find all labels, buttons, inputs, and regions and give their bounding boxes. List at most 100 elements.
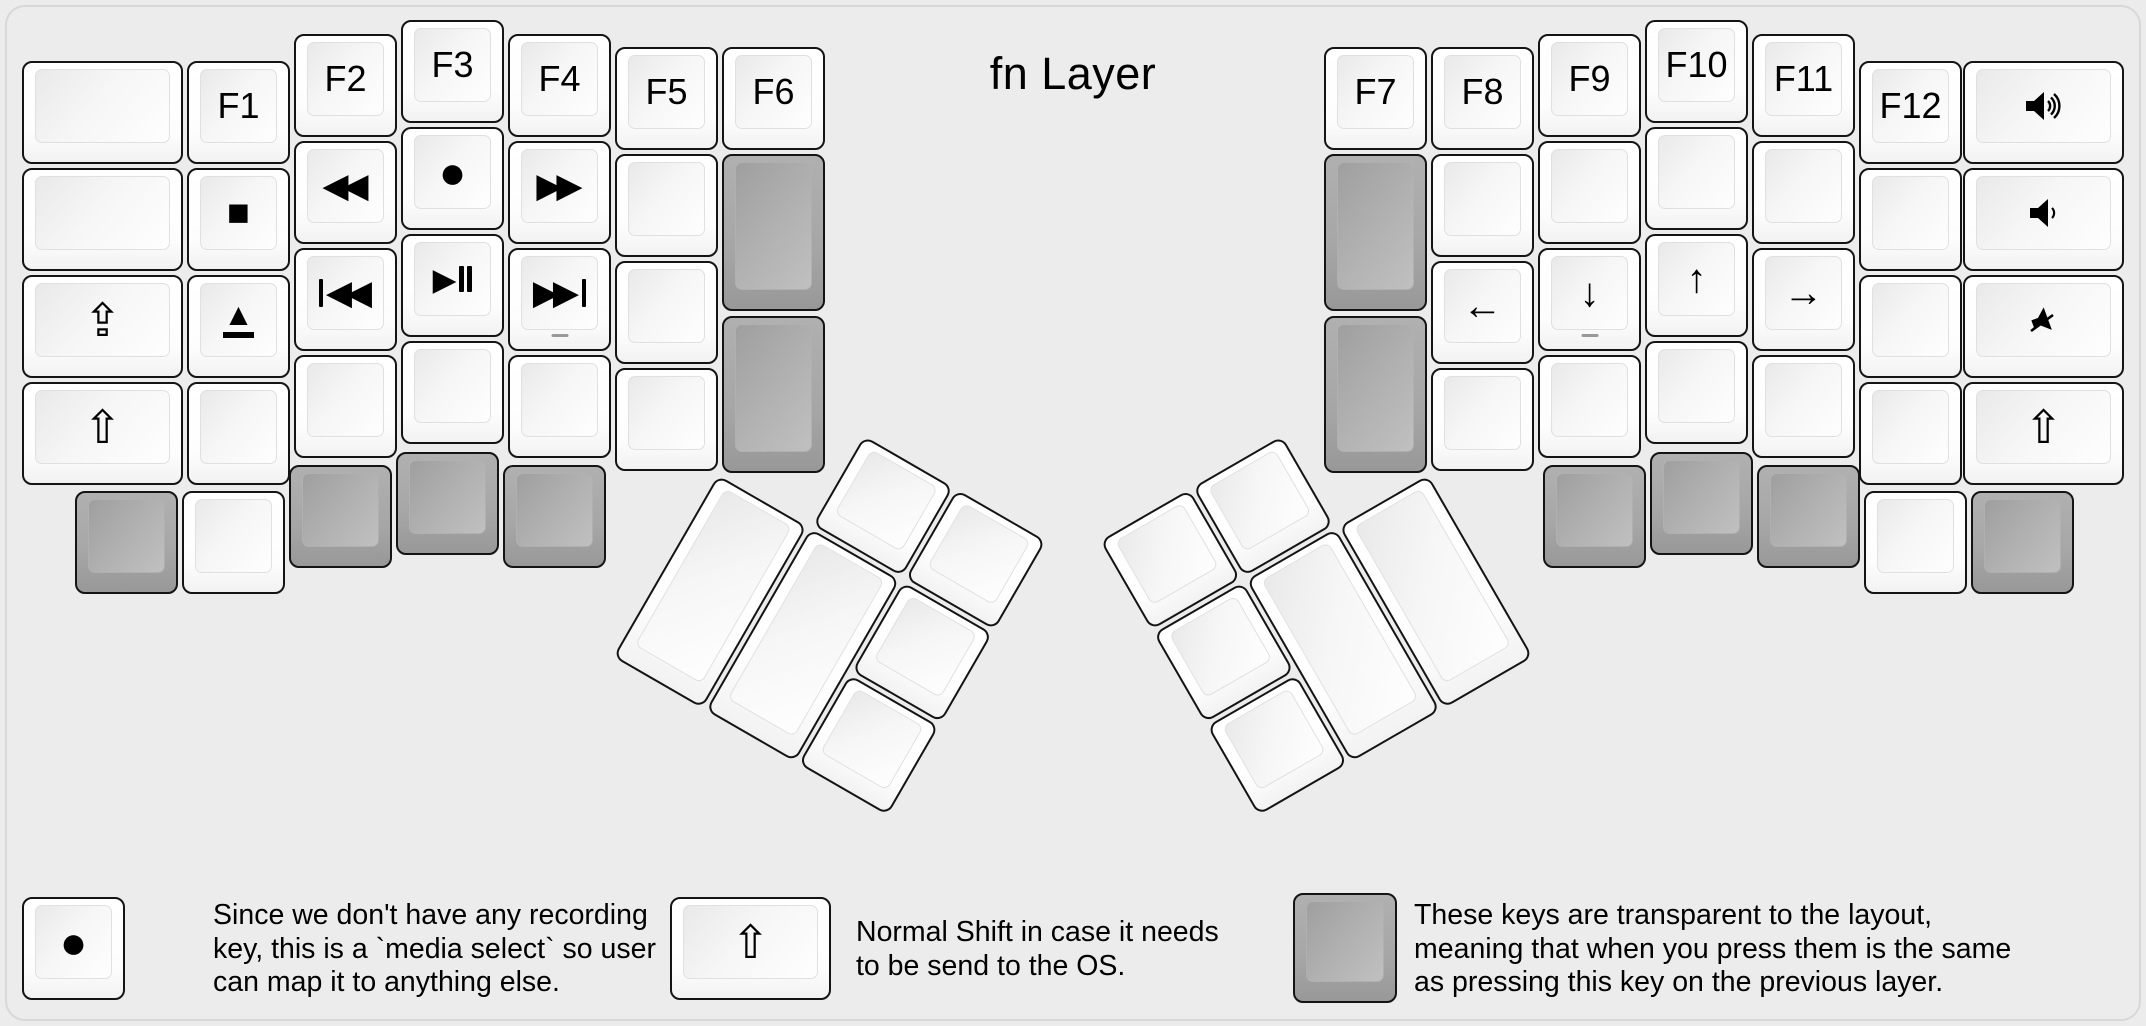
- key-transparent[interactable]: [503, 465, 606, 568]
- key-arrow-up[interactable]: ↑: [1645, 234, 1748, 337]
- key-blank[interactable]: [1859, 275, 1962, 378]
- key-blank[interactable]: [615, 261, 718, 364]
- key-face: [1872, 390, 1949, 464]
- key-f9[interactable]: F9: [1538, 34, 1641, 137]
- legend-key-transparent: [1293, 893, 1397, 1003]
- key-face: F1: [200, 69, 277, 143]
- key-blank[interactable]: [1645, 127, 1748, 230]
- key-transparent[interactable]: [396, 452, 499, 555]
- key-transparent[interactable]: [722, 154, 825, 311]
- key-face: [1765, 363, 1842, 437]
- key-label: F1: [217, 85, 260, 126]
- key-f4[interactable]: F4: [508, 34, 611, 137]
- key-caps-lock[interactable]: ⇪: [22, 275, 183, 378]
- key-blank[interactable]: [1431, 368, 1534, 471]
- key-blank[interactable]: [1752, 141, 1855, 244]
- key-transparent[interactable]: [1324, 154, 1427, 311]
- key-blank[interactable]: [615, 368, 718, 471]
- key-label: F6: [752, 71, 795, 112]
- key-blank[interactable]: [294, 355, 397, 458]
- key-face: ⇧: [1976, 390, 2111, 464]
- key-face: [1976, 69, 2111, 143]
- key-fast-forward[interactable]: ▶▶: [508, 141, 611, 244]
- key-next-track[interactable]: ▶▶: [508, 248, 611, 351]
- key-blank[interactable]: [1864, 491, 1967, 594]
- key-blank[interactable]: [22, 168, 183, 271]
- key-shift-right[interactable]: ⇧: [1963, 382, 2124, 485]
- key-rewind[interactable]: ◀◀: [294, 141, 397, 244]
- key-face: ●: [35, 905, 112, 979]
- key-transparent[interactable]: [1971, 491, 2074, 594]
- key-f12[interactable]: F12: [1859, 61, 1962, 164]
- key-transparent[interactable]: [1543, 465, 1646, 568]
- prev-track-icon: ◀◀: [318, 276, 372, 310]
- key-blank[interactable]: [187, 382, 290, 485]
- key-face: [521, 363, 598, 437]
- key-mute[interactable]: [1963, 275, 2124, 378]
- key-transparent[interactable]: [289, 465, 392, 568]
- key-blank[interactable]: [1431, 154, 1534, 257]
- key-volume-down[interactable]: [1963, 168, 2124, 271]
- rewind-icon: ◀◀: [322, 167, 368, 205]
- shift-icon: ⇧: [2024, 401, 2063, 453]
- key-arrow-left[interactable]: ←: [1431, 261, 1534, 364]
- key-f1[interactable]: F1: [187, 61, 290, 164]
- key-blank[interactable]: [182, 491, 285, 594]
- key-f2[interactable]: F2: [294, 34, 397, 137]
- key-blank[interactable]: [1538, 141, 1641, 244]
- key-transparent[interactable]: [1757, 465, 1860, 568]
- key-blank[interactable]: [1645, 341, 1748, 444]
- key-blank[interactable]: [1538, 355, 1641, 458]
- key-face: [628, 376, 705, 450]
- key-prev-track[interactable]: ◀◀: [294, 248, 397, 351]
- key-f6[interactable]: F6: [722, 47, 825, 150]
- key-f8[interactable]: F8: [1431, 47, 1534, 150]
- key-record[interactable]: ●: [401, 127, 504, 230]
- key-transparent[interactable]: [722, 316, 825, 473]
- key-blank[interactable]: [1752, 355, 1855, 458]
- fast-forward-icon: ▶▶: [536, 167, 582, 205]
- key-f11[interactable]: F11: [1752, 34, 1855, 137]
- key-volume-up[interactable]: [1963, 61, 2124, 164]
- mute-icon: [2029, 307, 2054, 333]
- key-face: [1765, 149, 1842, 223]
- key-face: ●: [414, 135, 491, 209]
- key-stop[interactable]: ■: [187, 168, 290, 271]
- key-face: ◀◀: [307, 256, 384, 330]
- key-blank[interactable]: [22, 61, 183, 164]
- key-face: ←: [1444, 269, 1521, 343]
- key-f10[interactable]: F10: [1645, 20, 1748, 123]
- key-arrow-right[interactable]: →: [1752, 248, 1855, 351]
- legend-text: These keys are transparent to the layout…: [1414, 899, 2012, 999]
- key-eject[interactable]: ▲: [187, 275, 290, 378]
- key-f7[interactable]: F7: [1324, 47, 1427, 150]
- key-face: ◀◀: [307, 149, 384, 223]
- key-transparent[interactable]: [1650, 452, 1753, 555]
- key-face: F9: [1551, 42, 1628, 116]
- key-play-pause[interactable]: ▶: [401, 234, 504, 337]
- homing-bar: [551, 334, 568, 337]
- key-face: [409, 460, 486, 534]
- key-face: F7: [1337, 55, 1414, 129]
- legend-key-shift: ⇧: [670, 897, 831, 1000]
- arrow-down-icon: ↓: [1579, 271, 1600, 315]
- key-face: [1872, 176, 1949, 250]
- key-blank[interactable]: [615, 154, 718, 257]
- key-f5[interactable]: F5: [615, 47, 718, 150]
- key-shift-left[interactable]: ⇧: [22, 382, 183, 485]
- key-arrow-down[interactable]: ↓: [1538, 248, 1641, 351]
- key-transparent[interactable]: [1324, 316, 1427, 473]
- key-f3[interactable]: F3: [401, 20, 504, 123]
- key-face: [628, 162, 705, 236]
- shift-icon: ⇧: [83, 401, 122, 453]
- key-blank[interactable]: [508, 355, 611, 458]
- key-blank[interactable]: [1859, 382, 1962, 485]
- key-blank[interactable]: [401, 341, 504, 444]
- homing-bar: [1581, 334, 1598, 337]
- key-face: ▶▶: [521, 256, 598, 330]
- key-transparent[interactable]: [75, 491, 178, 594]
- key-blank[interactable]: [1859, 168, 1962, 271]
- key-label: F11: [1773, 58, 1834, 99]
- key-face: [307, 363, 384, 437]
